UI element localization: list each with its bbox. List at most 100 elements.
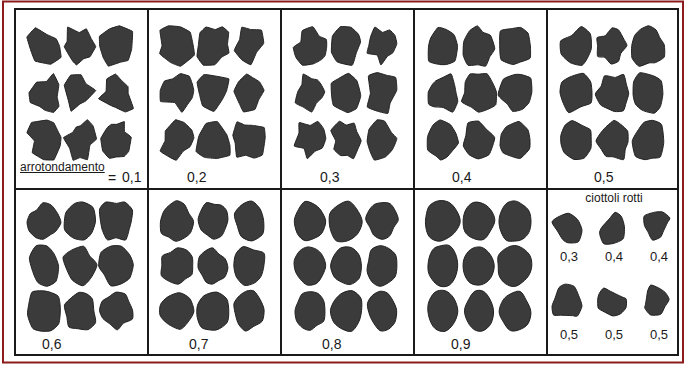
caption-label: ciottoli rotti (585, 192, 642, 205)
roundness-value: 0,8 (322, 337, 341, 352)
pebble-outline (234, 201, 264, 241)
pebble-outline (552, 284, 582, 316)
pebble-outline (560, 27, 591, 66)
rounding-panel: 0,4 (413, 8, 548, 190)
pebble-outline (198, 203, 228, 240)
pebble-outline (27, 120, 61, 160)
roundness-value: 0,1 (122, 170, 141, 185)
pebble-outline (498, 74, 532, 111)
pebble-outline (99, 74, 134, 112)
pebble-outline (463, 247, 494, 285)
pebble-outline (63, 120, 96, 161)
pebble-outline (27, 28, 61, 65)
roundness-value: 0,4 (650, 250, 668, 264)
pebble-outline (331, 73, 361, 112)
rounding-panel: 0,6 (14, 188, 149, 356)
roundness-value: 0,4 (452, 170, 471, 185)
rounding-panel: 0,3 (280, 8, 415, 190)
roundness-value: 0,9 (451, 337, 470, 352)
pebble-outline (29, 245, 58, 286)
pebble-outline (233, 122, 265, 158)
pebble-outline (295, 74, 324, 112)
rounding-panel: 0,8 (280, 188, 415, 356)
pebble-outline (462, 74, 497, 113)
pebble-outline (197, 292, 229, 330)
roundness-value: 0,6 (42, 337, 61, 352)
pebble-outline (367, 120, 397, 160)
pebble-outline (234, 290, 264, 331)
roundness-value: 0,7 (189, 337, 208, 352)
outer-frame (3, 2, 683, 363)
rounding-panel: 0,2 (147, 8, 282, 190)
pebble-outline (160, 74, 194, 113)
pebble-outline (632, 120, 664, 159)
rounding-panel: 0,5 (546, 8, 679, 190)
pebble-outline (500, 121, 530, 158)
roundness-value: 0,3 (560, 250, 578, 264)
pebble-outline (293, 27, 326, 66)
pebble-outline (99, 202, 132, 240)
pebble-outline (560, 73, 592, 112)
roundness-value: 0,2 (187, 170, 206, 185)
pebble-outline (29, 74, 59, 113)
pebble-outline (331, 247, 362, 285)
pebble-outline (367, 73, 397, 114)
pebble-outline (367, 291, 396, 331)
pebble-outline (99, 246, 134, 286)
rounding-panel: arrotondamento= 0,1 (14, 8, 149, 190)
roundness-value: 0,5 (605, 328, 623, 342)
roundness-value: 0,5 (594, 170, 613, 185)
pebble-outline (645, 285, 669, 315)
pebble-outline (499, 201, 531, 241)
caption-label: arrotondamento (20, 161, 105, 174)
pebble-outline (160, 120, 194, 160)
pebble-outline (330, 291, 361, 332)
pebble-outline (294, 247, 326, 285)
pebble-outline (463, 202, 495, 240)
pebble-outline (428, 74, 458, 112)
pebble-outline (27, 203, 61, 240)
pebble-outline (500, 27, 531, 64)
pebble-outline (428, 27, 457, 64)
pebble-outline (595, 74, 628, 111)
pebble-outline (28, 291, 61, 332)
pebble-outline (632, 26, 665, 66)
pebble-outline (197, 27, 229, 65)
pebble-outline (161, 248, 193, 284)
pebble-outline (427, 120, 458, 160)
roundness-value: = (108, 171, 116, 186)
pebble-outline (596, 120, 628, 159)
pebble-outline (160, 201, 193, 242)
roundness-value: 0,5 (650, 328, 668, 342)
pebble-outline (597, 28, 627, 64)
pebble-outline (425, 201, 460, 242)
rounding-panel: 0,7 (147, 188, 282, 356)
pebble-outline (99, 26, 132, 66)
pebble-outline (295, 292, 325, 331)
pebble-outline (160, 293, 194, 330)
pebble-outline (600, 212, 625, 244)
pebble-outline (101, 122, 131, 159)
roundness-value: 0,5 (560, 328, 578, 342)
pebble-outline (644, 212, 670, 240)
pebble-outline (428, 245, 458, 287)
pebble-outline (294, 121, 326, 158)
pebble-outline (160, 26, 195, 66)
pebble-outline (633, 73, 663, 114)
pebble-outline (234, 247, 265, 286)
pebble-outline (329, 201, 362, 242)
pebble-group (27, 26, 670, 332)
pebble-outline (234, 27, 263, 65)
pebble-outline (198, 248, 228, 284)
pebble-outline (294, 201, 325, 240)
pebble-outline (64, 75, 95, 112)
pebble-outline (428, 290, 458, 331)
pebble-outline (366, 203, 399, 240)
pebble-outline (367, 27, 397, 65)
pebble-outline (99, 292, 133, 330)
pebble-outline (367, 246, 397, 287)
pebble-outline (331, 121, 361, 158)
pebble-outline (463, 26, 495, 66)
